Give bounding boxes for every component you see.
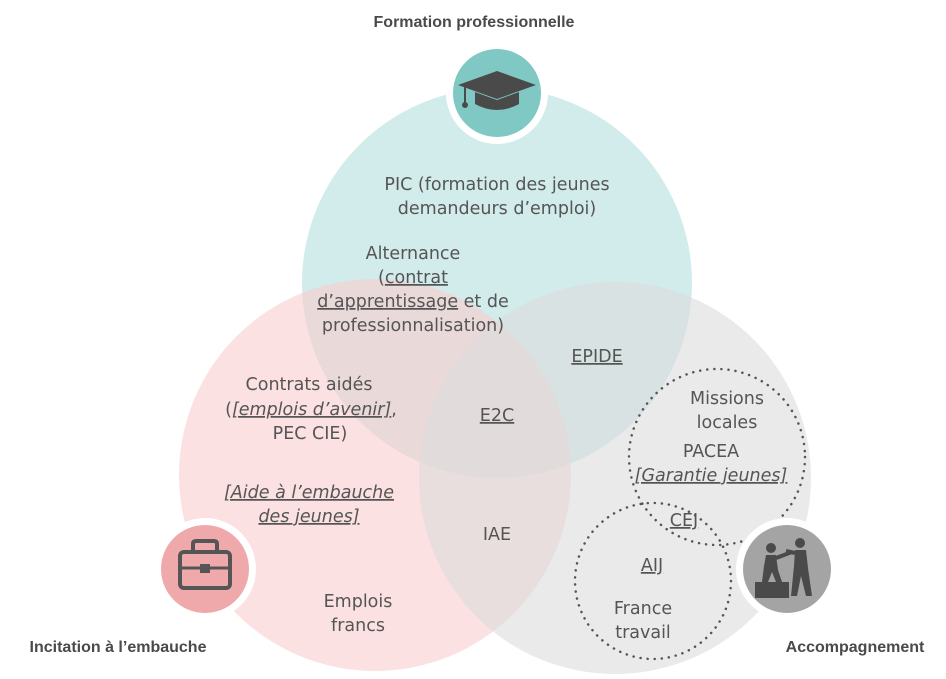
label-missions-locales-line1: Missions <box>690 389 764 409</box>
label-alternance-line1: Alternance <box>366 244 461 264</box>
label-contrats-aides-line1: Contrats aidés <box>246 375 373 395</box>
link-epide[interactable]: EPIDE <box>571 347 622 367</box>
label-emplois-francs-line2: francs <box>331 616 385 636</box>
graduation-cap-icon <box>446 42 548 144</box>
label-emplois-francs-line1: Emplois <box>324 592 393 612</box>
link-garantie-jeunes[interactable]: [Garantie jeunes] <box>635 466 788 486</box>
link-e2c[interactable]: E2C <box>480 406 514 426</box>
label-contrats-aides-line3: PEC CIE) <box>273 424 348 444</box>
link-contrat[interactable]: contrat <box>385 268 448 288</box>
link-aide-embauche-line2[interactable]: des jeunes] <box>258 507 359 527</box>
missions-locales-dotted-circle <box>627 367 807 547</box>
link-aij[interactable]: AIJ <box>641 556 663 576</box>
link-cej[interactable]: CEJ <box>670 511 698 531</box>
heading-incitation: Incitation à l’embauche <box>30 639 207 656</box>
cej-dotted-circle <box>573 501 733 661</box>
label-france-travail-line1: France <box>614 599 672 619</box>
link-aide-embauche-line1[interactable]: [Aide à l’embauche <box>224 483 394 503</box>
heading-formation: Formation professionnelle <box>374 14 575 31</box>
accompagnement-circle <box>419 282 811 674</box>
label-iae: IAE <box>483 525 511 545</box>
briefcase-icon <box>154 518 256 620</box>
label-missions-locales-line2: locales <box>697 413 758 433</box>
label-contrats-aides-line2: ([emplois d’avenir], <box>225 400 397 420</box>
helping-hand-climb-icon <box>736 518 838 620</box>
label-alternance-line3: d’apprentissage et de <box>317 292 508 312</box>
label-pic-line2: demandeurs d’emploi) <box>398 199 596 219</box>
label-pic-line1: PIC (formation des jeunes <box>384 175 609 195</box>
heading-accompagnement: Accompagnement <box>786 639 925 656</box>
label-alternance-line2: (contrat <box>378 268 448 288</box>
label-france-travail-line2: travail <box>615 623 671 643</box>
label-alternance-line4: professionnalisation) <box>322 316 504 336</box>
label-pacea: PACEA <box>683 442 739 462</box>
link-emplois-avenir[interactable]: [emplois d’avenir] <box>232 400 391 420</box>
link-apprentissage[interactable]: d’apprentissage <box>317 292 458 312</box>
